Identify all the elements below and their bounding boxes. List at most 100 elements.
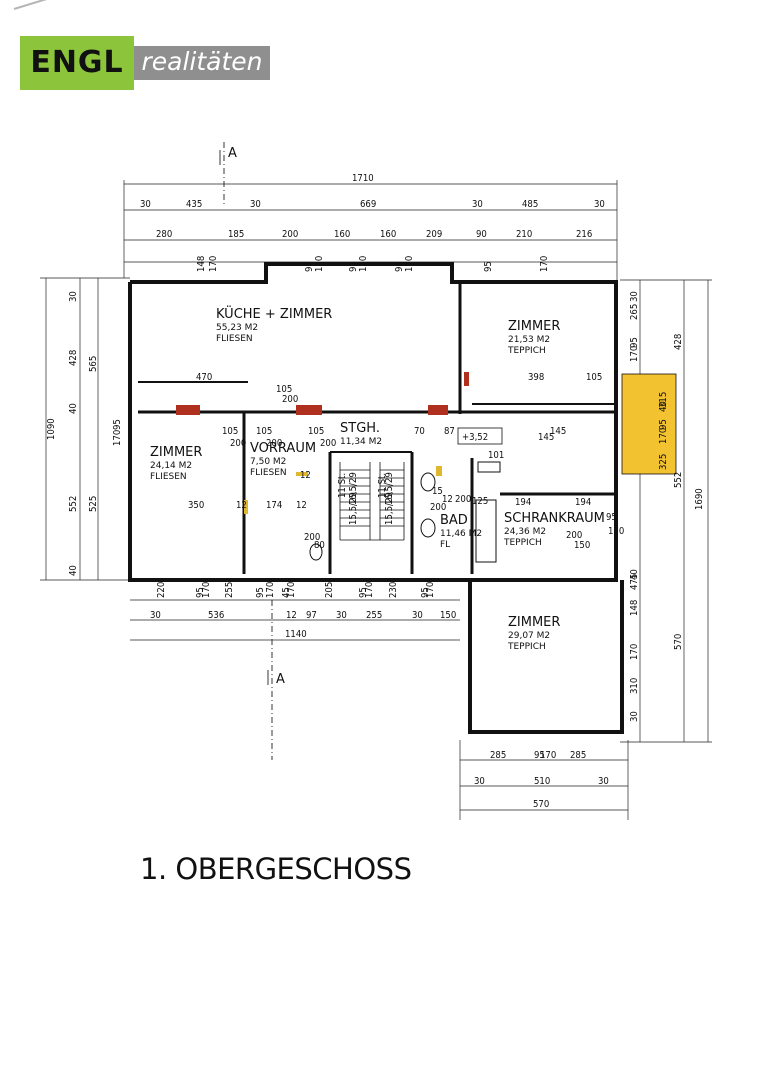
- dim-interior-label: 105: [276, 384, 292, 395]
- dim-left-inner-label: 30: [68, 291, 79, 302]
- dim-interior-label: 145: [550, 426, 566, 437]
- chimneys: [176, 372, 469, 415]
- dim-right-c-label: 325: [658, 454, 669, 470]
- room-name-bath: BAD: [440, 513, 468, 528]
- dim-south2-label: 30: [474, 776, 485, 787]
- dim-bottom-row2-label: 97: [306, 610, 317, 621]
- stair-step-label: 15,5/29: [384, 492, 395, 525]
- dim-interior-label: 194: [575, 497, 591, 508]
- dim-interior-label: 12: [296, 500, 307, 511]
- room-name-stairwell: STGH.: [340, 421, 380, 436]
- dim-bottom-row1-label: 95: [420, 587, 431, 598]
- room-floor-northeast: TEPPICH: [507, 346, 546, 356]
- room-area-closet: 24,36 M2: [504, 527, 546, 537]
- room-area-hall: 7,50 M2: [250, 457, 286, 467]
- dim-right-c-label: 95: [658, 419, 669, 430]
- dim-right-b-label: 95: [629, 337, 640, 348]
- dim-interior-label: 350: [188, 500, 204, 511]
- dim-left-win-label: 170: [112, 430, 123, 446]
- dim-bottom-row2-label: 255: [366, 610, 382, 621]
- dim-interior-label: 80: [314, 540, 325, 551]
- dim-interior-label: 70: [414, 426, 425, 437]
- dim-right-b-label: 30: [629, 291, 640, 302]
- dim-left-win-label: 95: [112, 419, 123, 430]
- dim-bottom-row1-label: 95: [358, 587, 369, 598]
- dim-south-label: 170: [540, 750, 556, 761]
- room-floor-hall: FLIESEN: [250, 468, 287, 478]
- level-value: +3,52: [462, 432, 488, 443]
- dim-interior-label: 105: [222, 426, 238, 437]
- dim-interior-label: 170: [608, 526, 624, 537]
- dim-top-row3-label: 185: [228, 229, 244, 240]
- bath-fixtures: [309, 461, 501, 563]
- dim-bottom-row1-label: 230: [388, 582, 399, 598]
- dim-interior-label: 174: [266, 500, 282, 511]
- room-floor-south: TEPPICH: [507, 642, 546, 652]
- logo: ENGL realitäten: [13, 0, 270, 90]
- dim-interior-label: 194: [515, 497, 531, 508]
- dim-bottom-row2-label: 30: [150, 610, 161, 621]
- dim-top-row2-label: 30: [472, 199, 483, 210]
- dim-top-row2-label: 485: [522, 199, 538, 210]
- room-floor-west: FLIESEN: [150, 472, 187, 482]
- dim-top-row3-label: 160: [334, 229, 350, 240]
- room-area-northeast: 21,53 M2: [508, 335, 550, 345]
- dim-interior-label: 150: [574, 540, 590, 551]
- dim-south-label: 95: [534, 750, 545, 761]
- dim-bottom-row1-label: 45: [281, 587, 292, 598]
- dim-interior-label: 200: [282, 394, 298, 405]
- dim-top-row3-label: 209: [426, 229, 442, 240]
- dim-top-win-label: 95: [304, 261, 315, 272]
- dim-top-row2-label: 30: [594, 199, 605, 210]
- dim-interior-label: 12: [300, 470, 311, 481]
- dim-south-total: 570: [533, 799, 549, 810]
- dim-right-c-label: 170: [658, 428, 669, 444]
- dim-bottom-total: 1140: [285, 629, 307, 640]
- dim-bottom-row1-label: 95: [255, 587, 266, 598]
- room-area-south: 29,07 M2: [508, 631, 550, 641]
- room-name-west: ZIMMER: [150, 445, 202, 460]
- room-area-kitchen: 55,23 M2: [216, 323, 258, 333]
- dim-right-c-label: 40: [658, 401, 669, 412]
- dim-interior-label: 105: [256, 426, 272, 437]
- section-label-top: A: [228, 146, 237, 161]
- dim-right-a-label: 570: [673, 634, 684, 650]
- room-name-south: ZIMMER: [508, 615, 560, 630]
- dim-top-row3-label: 280: [156, 229, 172, 240]
- dim-top-row2-label: 30: [140, 199, 151, 210]
- dim-right-b-label: 265: [629, 304, 640, 320]
- dim-right-b-label: 170: [629, 644, 640, 660]
- staircase: [339, 462, 405, 541]
- dim-right-a-label: 552: [673, 472, 684, 488]
- stair-step-label: 16,5/29: [348, 472, 359, 505]
- dim-right-b-label: 170: [629, 346, 640, 362]
- dim-top-win-label: 170: [358, 256, 369, 272]
- dim-top-row3-label: 160: [380, 229, 396, 240]
- dim-south-label: 285: [570, 750, 586, 761]
- dim-top-win-label: 148: [196, 256, 207, 272]
- dim-right-c-label: 315: [658, 392, 669, 408]
- dim-interior-label: 101: [488, 450, 504, 461]
- dim-top-row3-label: 200: [282, 229, 298, 240]
- dim-bottom-row2-label: 30: [412, 610, 423, 621]
- dim-right-b-label: 475: [629, 574, 640, 590]
- dim-interior-label: 200: [320, 438, 336, 449]
- dim-left-inner-label: 428: [68, 350, 79, 366]
- dim-right-b-label: 30: [629, 711, 640, 722]
- door-marks: [244, 466, 442, 514]
- room-name-closet: SCHRANKRAUM: [504, 511, 605, 526]
- dim-left-outer-label: 525: [88, 496, 99, 512]
- dim-top-win-label: 95: [394, 261, 405, 272]
- dim-bottom-row1-label: 220: [156, 582, 167, 598]
- dim-top-row2-label: 30: [250, 199, 261, 210]
- room-area-west: 24,14 M2: [150, 461, 192, 471]
- dim-left-inner-label: 552: [68, 496, 79, 512]
- logo-tagline: realitäten: [134, 46, 270, 80]
- dim-bottom-row1-label: 170: [364, 582, 375, 598]
- dim-interior-label: 15: [432, 486, 443, 497]
- walls: [128, 262, 624, 734]
- dim-bottom-row1-label: 170: [201, 582, 212, 598]
- dim-right-a-label: 428: [673, 334, 684, 350]
- dim-interior-label: 200: [566, 530, 582, 541]
